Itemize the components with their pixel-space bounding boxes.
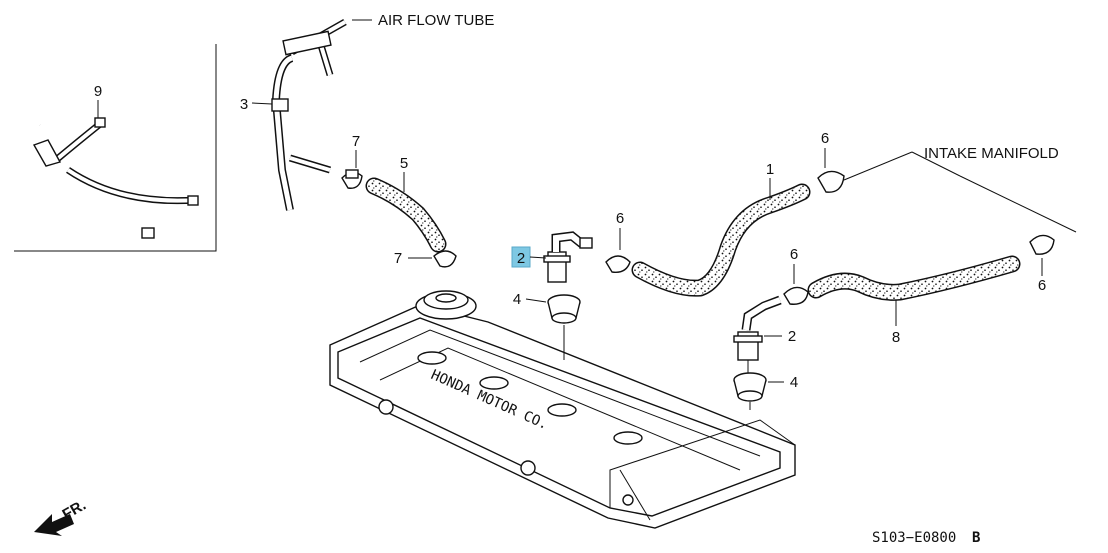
diagram-code-suffix: B — [972, 530, 980, 546]
part-6-clip-d — [1029, 234, 1055, 255]
callout-9: 9 — [94, 83, 102, 100]
front-arrow: FR. — [34, 497, 89, 536]
callout-1: 1 — [766, 161, 774, 178]
callout-6-d: 6 — [1038, 277, 1046, 294]
callout-2-highlighted: 2 — [517, 250, 525, 267]
part-6-clip-a — [605, 255, 631, 273]
callout-5: 5 — [400, 155, 408, 172]
callout-6-b: 6 — [821, 130, 829, 147]
callout-4-left: 4 — [513, 291, 521, 308]
callout-6-c: 6 — [790, 246, 798, 263]
callout-6-a: 6 — [616, 210, 624, 227]
part-8-pcv-hose — [807, 255, 1021, 301]
part-6-clip-c — [783, 286, 809, 305]
callout-3: 3 — [240, 96, 248, 113]
part-4-grommet-second — [733, 372, 767, 410]
callout-8: 8 — [892, 329, 900, 346]
part-2-pcv-valve — [543, 231, 593, 283]
callout-7-lower: 7 — [394, 250, 402, 267]
callout-2-second: 2 — [788, 328, 796, 345]
part-2-pcv-valve-second — [733, 295, 782, 374]
part-5-breather-hose — [365, 177, 447, 253]
part-1-pcv-hose — [631, 183, 811, 297]
part-4-grommet — [547, 294, 581, 360]
inset-box: 9 — [14, 44, 217, 252]
intake-manifold-leaders — [843, 151, 1077, 233]
label-intake-manifold: INTAKE MANIFOLD — [924, 145, 1059, 162]
part-7-hose-clip-lower — [433, 250, 457, 268]
oil-filler-cap — [415, 290, 477, 320]
callout-4-right: 4 — [790, 374, 798, 391]
part-7-hose-clip-upper — [341, 169, 363, 189]
part-3-breather-pipe — [271, 18, 347, 211]
cylinder-head-cover: HONDA MOTOR CO. — [329, 304, 796, 529]
callout-7-upper: 7 — [352, 133, 360, 150]
diagram-code: S103−E0800 — [872, 530, 956, 546]
part-9-pipe-assembly — [32, 117, 199, 239]
label-air-flow-tube: AIR FLOW TUBE — [378, 12, 494, 29]
part-6-clip-b — [817, 170, 845, 193]
